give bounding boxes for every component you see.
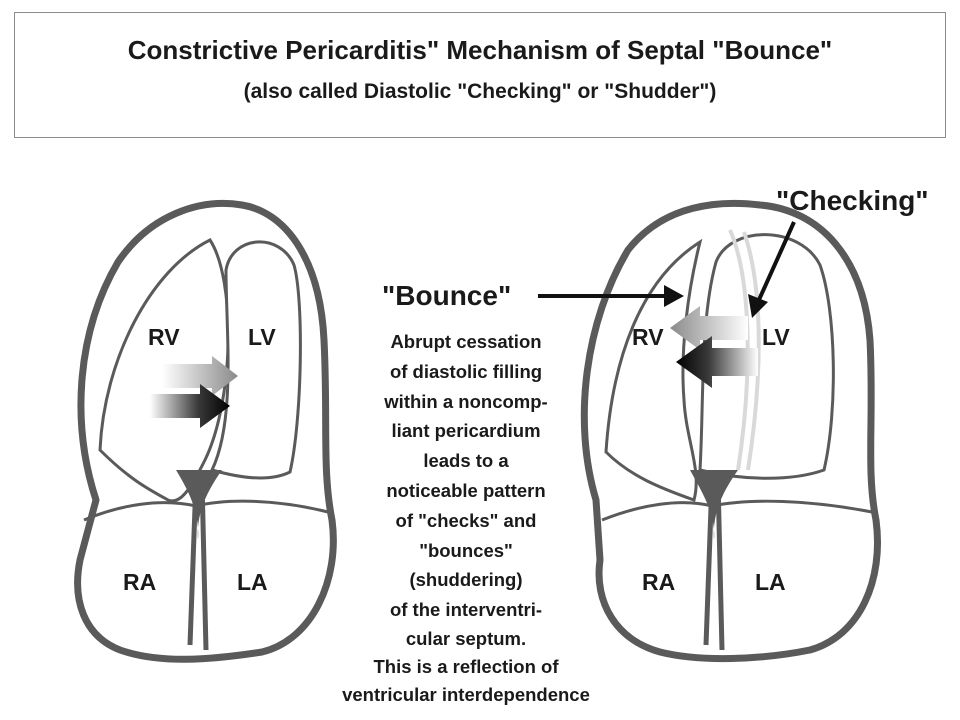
right-ra-label: RA bbox=[642, 569, 675, 595]
bounce-label: "Bounce" bbox=[382, 280, 511, 311]
left-arrow-light bbox=[162, 356, 238, 396]
diagram-title: Constrictive Pericarditis" Mechanism of … bbox=[127, 35, 833, 65]
desc-line: cular septum. bbox=[406, 628, 526, 649]
right-rv-label: RV bbox=[632, 324, 664, 350]
left-la-label: LA bbox=[237, 569, 268, 595]
right-rv-cavity bbox=[604, 238, 703, 502]
left-arrow-dark bbox=[150, 384, 230, 428]
left-lv-label: LV bbox=[248, 324, 276, 350]
checking-label: "Checking" bbox=[776, 185, 929, 216]
checking-pointer-head bbox=[748, 294, 768, 318]
desc-line: ventricular interdependence bbox=[342, 684, 590, 705]
left-heart: RV LV RA LA bbox=[74, 199, 337, 663]
desc-line: noticeable pattern bbox=[386, 480, 545, 501]
right-lv-label: LV bbox=[762, 324, 790, 350]
description-text: Abrupt cessation of diastolic filling wi… bbox=[342, 331, 590, 705]
desc-line: (shuddering) bbox=[409, 569, 522, 590]
right-arrow-dark bbox=[676, 336, 758, 388]
left-rv-label: RV bbox=[148, 324, 180, 350]
desc-line: liant pericardium bbox=[391, 420, 540, 441]
right-septal-notch bbox=[690, 470, 738, 540]
diagram-subtitle: (also called Diastolic "Checking" or "Sh… bbox=[243, 80, 717, 103]
desc-line: Abrupt cessation bbox=[390, 331, 541, 352]
title-box: Constrictive Pericarditis" Mechanism of … bbox=[14, 12, 946, 138]
right-arrow-light bbox=[670, 306, 748, 350]
left-septal-notch bbox=[176, 470, 222, 540]
desc-line: of "checks" and bbox=[396, 510, 537, 531]
left-ra-label: RA bbox=[123, 569, 156, 595]
right-heart: RV LV RA LA bbox=[580, 199, 881, 663]
right-la-label: LA bbox=[755, 569, 786, 595]
desc-line: This is a reflection of bbox=[373, 656, 559, 677]
desc-line: "bounces" bbox=[419, 540, 513, 561]
checking-pointer-line bbox=[756, 221, 796, 303]
desc-line: of diastolic filling bbox=[390, 361, 542, 382]
desc-line: within a noncomp- bbox=[383, 391, 547, 412]
desc-line: of the interventri- bbox=[390, 599, 542, 620]
desc-line: leads to a bbox=[423, 450, 509, 471]
right-lv-cavity bbox=[698, 233, 835, 480]
left-lv-cavity bbox=[209, 240, 302, 480]
bounce-pointer-head bbox=[664, 285, 684, 307]
